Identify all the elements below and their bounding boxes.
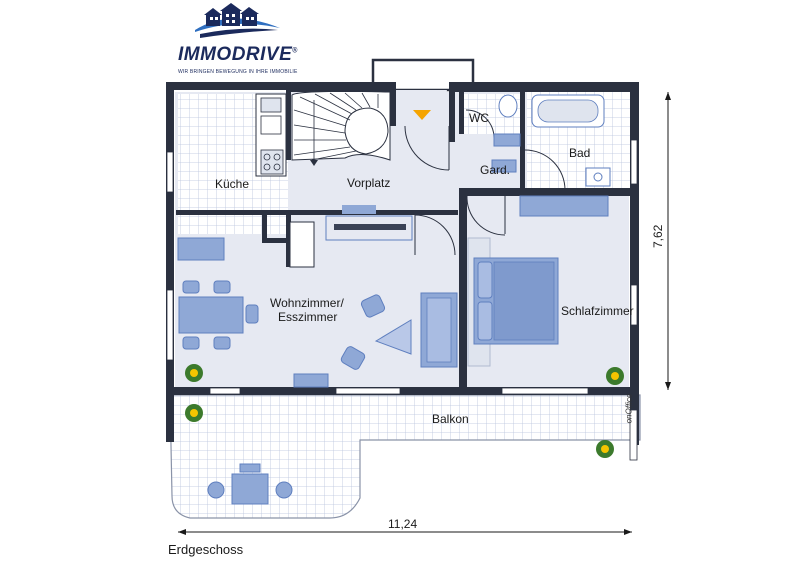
washbasin <box>585 167 611 187</box>
windows <box>166 139 638 461</box>
sideboard-top <box>334 224 406 230</box>
logo-registered-mark: ® <box>292 47 298 55</box>
dimension-height: 7,62 <box>651 92 671 390</box>
wc-cabinet <box>493 133 521 147</box>
watermark-text: onOffice <box>624 393 634 424</box>
plant-icon <box>596 440 614 458</box>
toilet <box>498 94 518 118</box>
floor-label: Erdgeschoss <box>168 542 244 557</box>
doors <box>404 109 566 256</box>
spiral-staircase <box>291 90 391 166</box>
watermark: onOffice <box>624 392 648 432</box>
wardrobe <box>519 195 609 217</box>
dining-table <box>178 280 259 350</box>
walls <box>166 82 639 445</box>
room-label-bad: Bad <box>569 146 590 160</box>
plant-icon <box>606 367 624 385</box>
room-label-wc: WC <box>469 111 489 125</box>
dimension-width-label: 11,24 <box>388 517 417 531</box>
chimney <box>289 221 315 268</box>
entrance-arrow-icon <box>413 110 431 120</box>
tv-bench <box>293 373 329 388</box>
kitchen-counter <box>255 93 287 177</box>
room-label-gard: Gard. <box>480 163 510 177</box>
logo-brand: IMMODRIVE® <box>178 44 298 66</box>
armchair-top <box>360 294 386 318</box>
plant-icon <box>185 404 203 422</box>
dimension-height-label: 7,62 <box>651 224 665 248</box>
logo-brand-name: IMMODRIVE <box>178 44 293 65</box>
room-label-vorplatz: Vorplatz <box>347 176 390 190</box>
room-label-schlafzimmer: Schlafzimmer <box>561 304 634 318</box>
plant-icon <box>185 364 203 382</box>
wardrobe-shelf <box>491 159 517 173</box>
balcony-dining-set <box>207 463 293 505</box>
dimension-width: 11,24 <box>178 517 632 535</box>
hall-bench <box>342 205 376 214</box>
logo-houses <box>195 3 280 38</box>
room-label-esszimmer: Esszimmer <box>278 310 337 324</box>
room-label-balkon: Balkon <box>432 412 469 426</box>
coffee-table <box>374 319 412 355</box>
room-label-wohnzimmer: Wohnzimmer/ <box>270 296 344 310</box>
room-label-kueche: Küche <box>215 177 249 191</box>
armchair-bottom <box>340 346 366 370</box>
kitchen-cabinet <box>177 237 225 261</box>
logo-tagline: WIR BRINGEN BEWEGUNG IN IHRE IMMOBILIE <box>178 69 298 75</box>
